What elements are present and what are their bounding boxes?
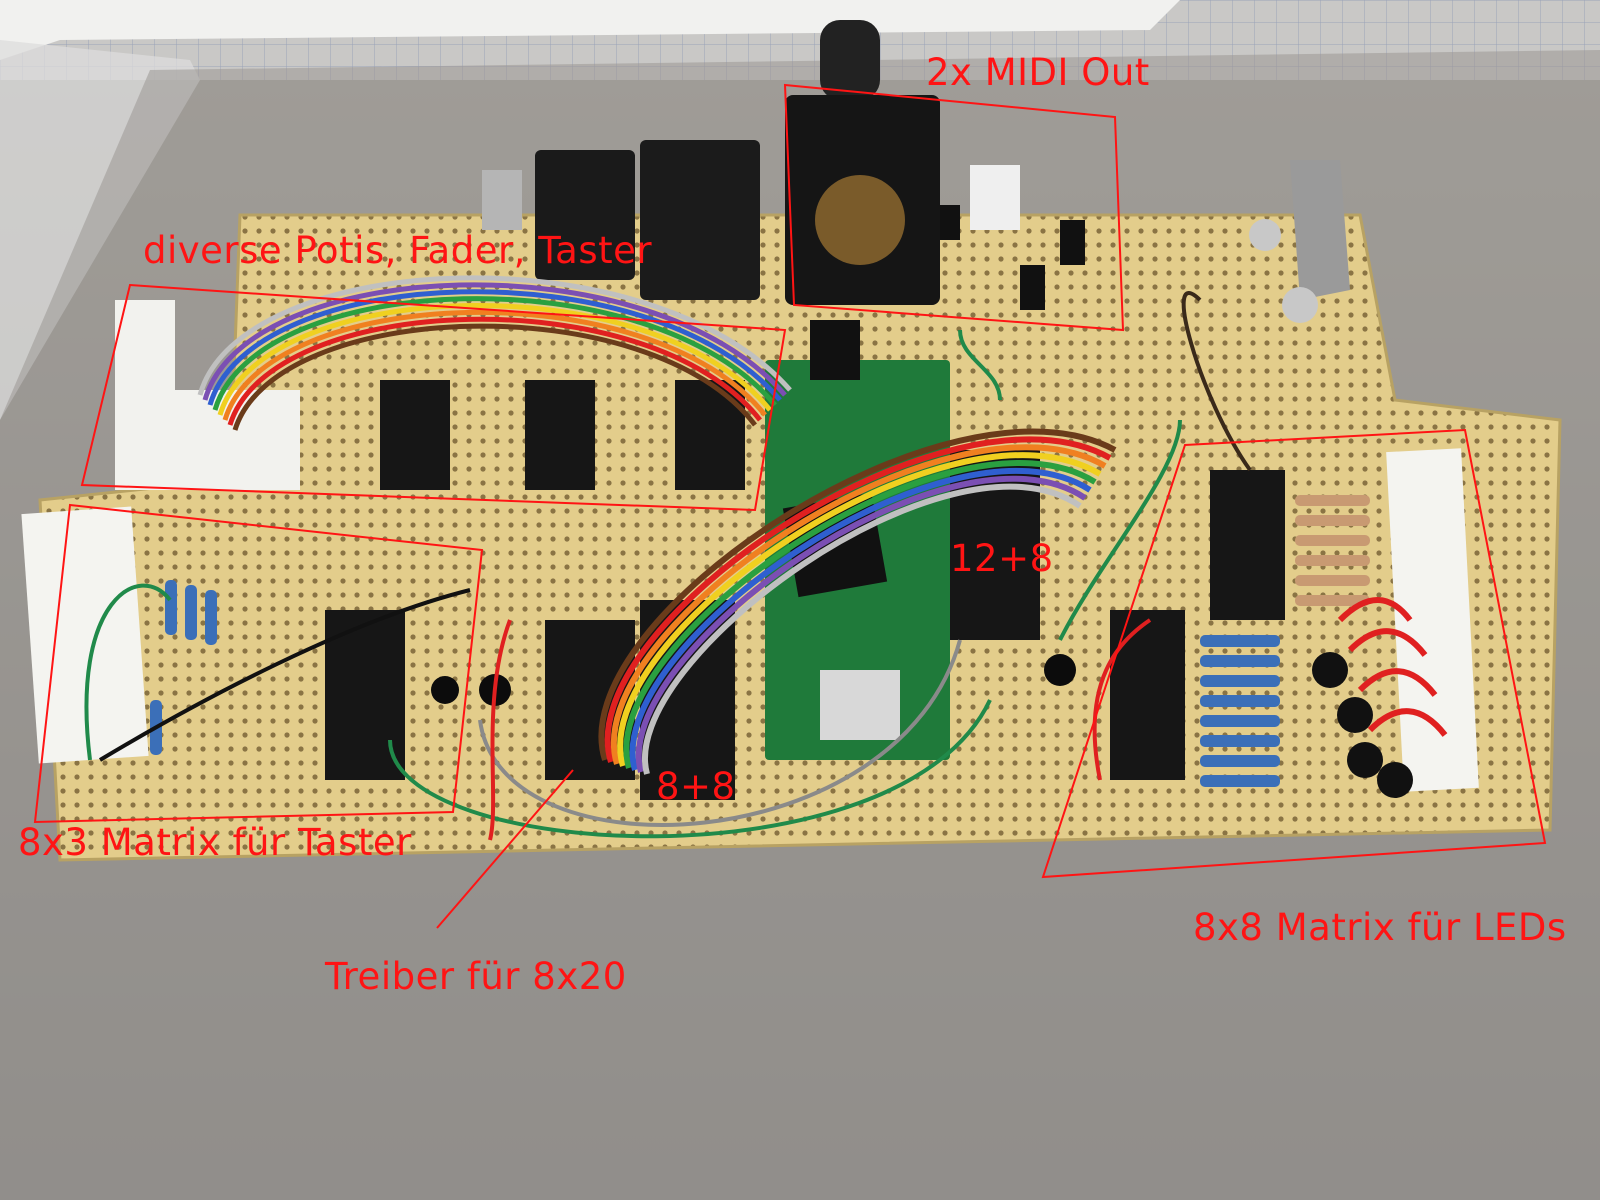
- box-matrix-leds: [1041, 428, 1547, 879]
- jack-sockets: [482, 140, 760, 300]
- label-midi-out: 2x MIDI Out: [926, 51, 1150, 94]
- transistors: [1312, 652, 1413, 798]
- label-driver: Treiber für 8x20: [325, 955, 627, 998]
- label-potis: diverse Potis, Fader, Taster: [143, 229, 653, 272]
- label-matrix-taster: 8x3 Matrix für Taster: [18, 821, 412, 864]
- resistor-array-tan: [1295, 495, 1370, 606]
- resistor-group-left: [150, 580, 217, 755]
- leader-line-driver: [436, 769, 574, 929]
- red-wire-loops: [1337, 597, 1448, 737]
- annotation-boxes: [33, 83, 1547, 879]
- midi-circuit-parts: [940, 165, 1085, 310]
- box-matrix-taster: [33, 503, 484, 824]
- label-matrix-leds: 8x8 Matrix für LEDs: [1193, 906, 1567, 949]
- ribbon-cable-top: [197, 275, 792, 431]
- box-midi-out: [783, 83, 1125, 332]
- metal-bracket: [1249, 160, 1350, 323]
- white-paper: [0, 0, 1180, 60]
- white-connector-right: [1386, 448, 1479, 792]
- label-8-8: 8+8: [656, 765, 736, 808]
- midi-socket: [785, 20, 940, 305]
- ribbon-cable-middle: [598, 428, 1117, 775]
- resistor-array-blue: [1200, 635, 1280, 787]
- wires: [84, 290, 1252, 841]
- label-12-8: 12+8: [950, 537, 1054, 580]
- box-potis: [80, 283, 787, 512]
